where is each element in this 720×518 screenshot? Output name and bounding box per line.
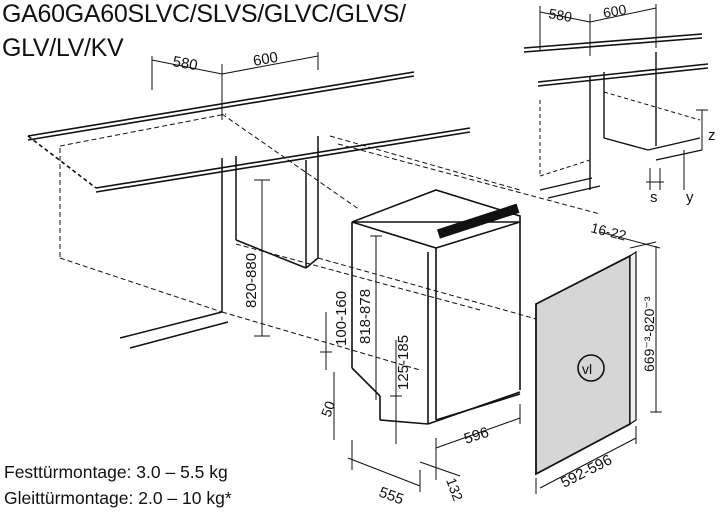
- cabinet-walls: [119, 136, 319, 349]
- panel-thickness-dimension: [599, 231, 661, 249]
- door-panel: [535, 250, 637, 476]
- inset-z-label: z: [708, 127, 716, 144]
- inset-width-label: 600: [602, 1, 628, 21]
- niche-outline: [59, 113, 601, 371]
- niche-width-label: 600: [252, 49, 280, 70]
- panel-height-dimension: [650, 246, 662, 413]
- appliance-depth-label: 555: [377, 484, 406, 509]
- countertop: [27, 71, 471, 193]
- niche-height-label: 820-880: [243, 253, 260, 308]
- toe-kick-label: 132: [443, 476, 466, 504]
- plinth-setback-label: 50: [318, 399, 338, 419]
- appliance-height-dimension: [370, 235, 382, 400]
- toe-kick-dimension: [419, 461, 461, 477]
- plinth-height-label: 100-160: [333, 291, 350, 346]
- inset-s-label: s: [650, 189, 658, 206]
- panel-width-dimension: [535, 426, 637, 494]
- inset-depth-label: 580: [547, 5, 573, 25]
- niche-top-dimensions: [151, 52, 319, 120]
- sliding-door-weight: Gleittürmontage: 2.0 – 10 kg*: [4, 488, 232, 508]
- inset-countertop: [523, 33, 709, 87]
- fixed-door-weight: Festtürmontage: 3.0 – 5.5 kg: [4, 462, 228, 482]
- inset-y-label: y: [686, 189, 694, 206]
- inset-outline: [539, 91, 701, 177]
- inset-dimensions: [539, 4, 708, 190]
- plinth-dimension: [320, 312, 335, 440]
- appliance-width-label: 596: [462, 424, 491, 448]
- inset-cabinet: [539, 52, 703, 199]
- panel-height-label: 669⁻³-820⁻³: [641, 296, 657, 372]
- plinth-range-dimension: [390, 340, 402, 444]
- appliance-width-dimension: [435, 404, 521, 449]
- appliance-height-label: 818-878: [357, 289, 374, 344]
- appliance-depth-dimension: [347, 438, 437, 492]
- niche-depth-label: 580: [171, 53, 199, 74]
- panel-symbol-label: vl: [582, 361, 592, 377]
- niche-height-dimension: [254, 179, 270, 337]
- plinth-range-label: 125-185: [395, 335, 412, 390]
- vi-symbol: [577, 354, 605, 382]
- model-title-line-2: GLV/LV/KV: [2, 34, 124, 62]
- panel-thickness-label: 16-22: [589, 219, 628, 243]
- appliance-body: [351, 189, 521, 425]
- model-title-line-1: GA60GA60SLVC/SLVS/GLVC/GLVS/: [2, 0, 406, 28]
